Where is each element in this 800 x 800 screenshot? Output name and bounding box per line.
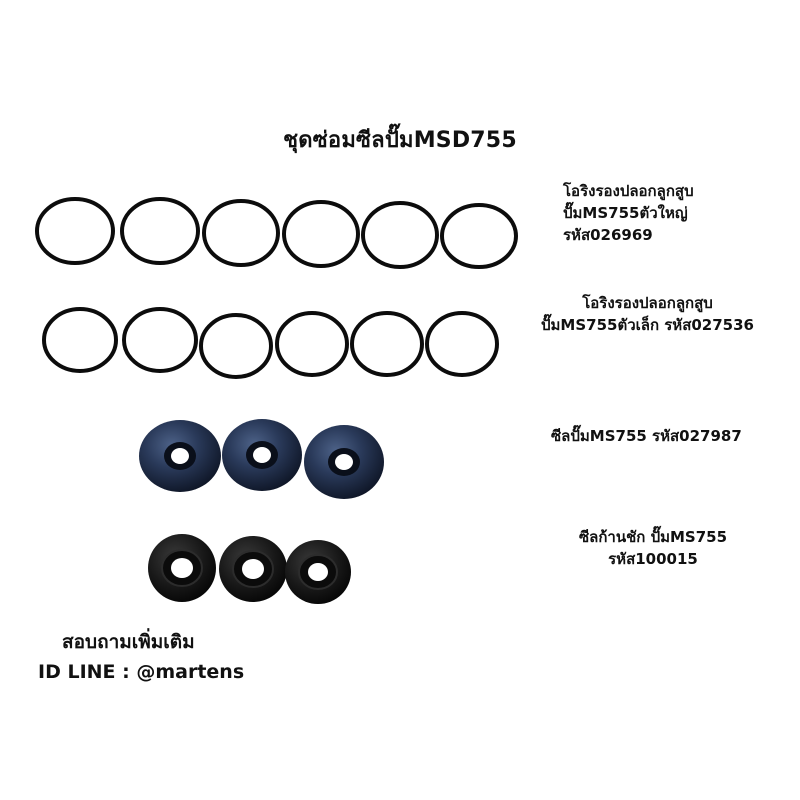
rod-seal xyxy=(219,536,287,602)
item-label-rod-seal: ซีลก้านชัก ปั๊มMS755 รหัส100015 xyxy=(558,526,748,570)
item-label-line: รหัส100015 xyxy=(608,550,698,568)
pump-seal-group xyxy=(139,419,384,499)
item-label-line: ซีลก้านชัก ปั๊มMS755 xyxy=(578,528,728,546)
oring-small xyxy=(350,311,424,377)
oring-large-group xyxy=(35,197,518,269)
item-label-pump-seal: ซีลปั๊มMS755 รหัส027987 xyxy=(551,425,742,447)
oring-small xyxy=(122,307,198,373)
item-label-line: โอริงรองปลอกลูกสูบ xyxy=(563,182,694,200)
rod-seal-group xyxy=(148,534,351,604)
oring-small xyxy=(199,313,273,379)
contact-line-id: ID LINE : @martens xyxy=(38,661,245,683)
oring-large xyxy=(120,197,200,265)
contact-line: สอบถามเพิ่มเติม xyxy=(62,631,195,653)
oring-small xyxy=(42,307,118,373)
oring-small xyxy=(425,311,499,377)
oring-small-group xyxy=(42,307,499,379)
pump-seal xyxy=(222,419,302,491)
item-label-line: ซีลปั๊มMS755 รหัส027987 xyxy=(551,427,742,445)
item-label-oring-large: โอริงรองปลอกลูกสูบ ปั๊มMS755ตัวใหญ่ รหัส… xyxy=(563,180,694,246)
item-label-oring-small: โอริงรองปลอกลูกสูบ ปั๊มMS755ตัวเล็ก รหัส… xyxy=(535,292,760,336)
page-title: ชุดซ่อมซีลปั๊มMSD755 xyxy=(283,128,517,153)
pump-seal xyxy=(304,425,384,499)
pump-seal xyxy=(139,420,221,492)
item-label-line: ปั๊มMS755ตัวใหญ่ xyxy=(563,204,688,222)
oring-large xyxy=(282,200,360,268)
rod-seal xyxy=(148,534,216,602)
contact-block: สอบถามเพิ่มเติม ID LINE : @martens xyxy=(38,627,244,687)
oring-small xyxy=(275,311,349,377)
oring-large xyxy=(361,201,439,269)
rod-seal xyxy=(285,540,351,604)
oring-large xyxy=(202,199,280,267)
item-label-line: โอริงรองปลอกลูกสูบ xyxy=(582,294,713,312)
item-label-line: รหัส026969 xyxy=(563,226,653,244)
oring-large xyxy=(440,203,518,269)
oring-large xyxy=(35,197,115,265)
item-label-line: ปั๊มMS755ตัวเล็ก รหัส027536 xyxy=(541,316,754,334)
